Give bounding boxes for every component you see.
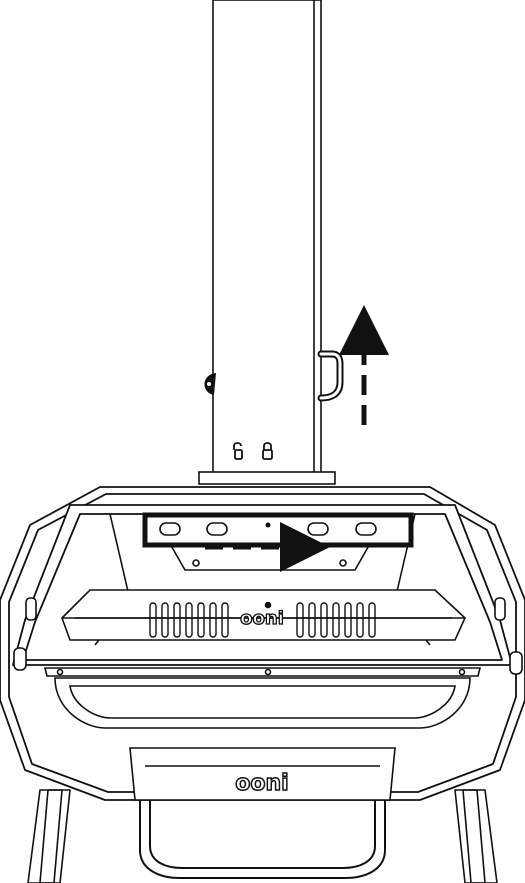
rear-vent-highlight-box <box>142 512 414 548</box>
chimney-base <box>198 471 336 485</box>
unlocked-padlock-icon <box>233 442 243 460</box>
tray-brand-logo: ooni <box>240 608 284 629</box>
chimney-knob-icon <box>204 373 216 395</box>
vent-slot <box>355 522 377 536</box>
vent-slot <box>159 522 181 536</box>
vent-screw <box>265 522 271 528</box>
chimney-handle-icon <box>317 350 344 402</box>
right-side-knob-icon <box>494 597 523 675</box>
tray-grill-slots <box>149 602 376 638</box>
front-carry-handle <box>139 800 386 879</box>
front-control-panel <box>129 747 396 801</box>
oven-front-lip <box>43 667 482 729</box>
chimney <box>212 0 322 475</box>
left-side-knob-icon <box>13 597 37 671</box>
locked-padlock-icon <box>262 442 273 460</box>
front-brand-logo: ooni <box>235 771 288 796</box>
oven-legs <box>27 789 498 883</box>
baking-stone-tray <box>61 589 466 641</box>
vent-slot <box>206 522 228 536</box>
